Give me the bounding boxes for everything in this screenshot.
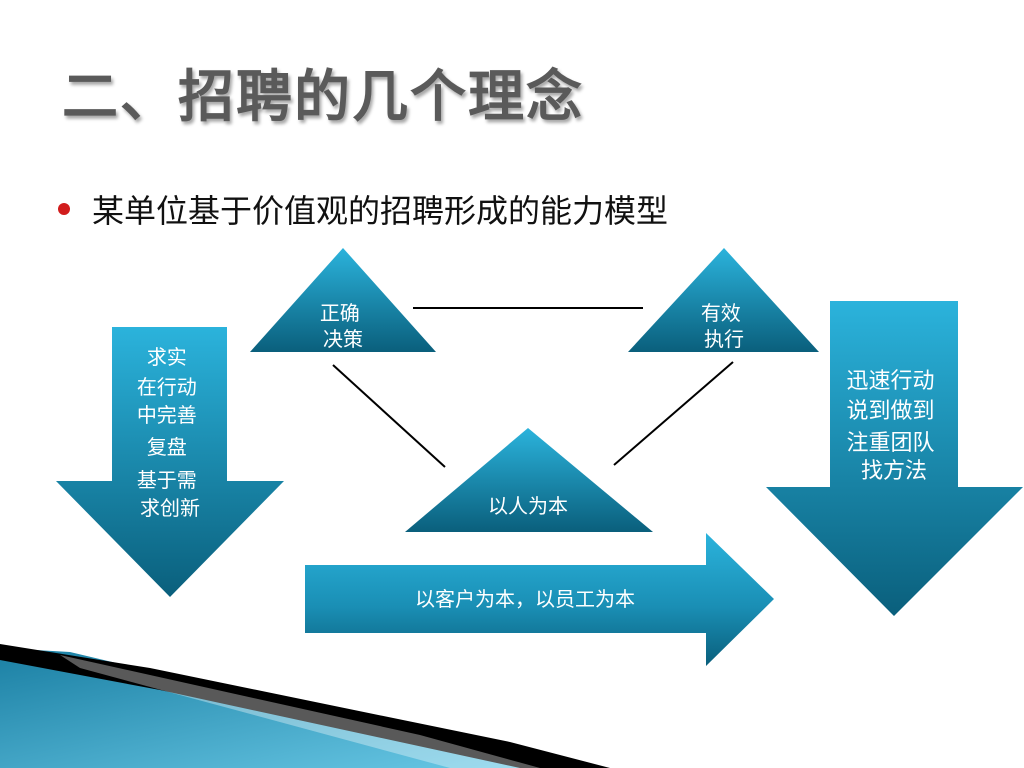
svg-text:迅速行动 说到做到 注重团队: 迅速行动 说到做到 注重团队 找方法 <box>846 369 941 484</box>
triangle-label-line: 以人为本 <box>488 494 568 518</box>
left-arrow-line: 在行动 <box>137 375 197 399</box>
svg-text:以人为本: 以人为本 <box>488 494 568 518</box>
svg-text:有效 执行: 有效 执行 <box>701 301 747 351</box>
left-arrow-line: 求创新 <box>140 496 200 520</box>
connector-line-right <box>613 361 734 466</box>
bottom-right-arrow: 以客户为本，以员工为本 <box>305 533 774 666</box>
bullet-dot-icon <box>58 203 70 215</box>
right-arrow-line: 迅速行动 <box>846 369 934 394</box>
triangle-effective-execution: 有效 执行 <box>628 248 819 352</box>
svg-text:正确 决策: 正确 决策 <box>320 301 366 351</box>
left-down-arrow: 求实 在行动 中完善 复盘 基于需 求创新 <box>56 327 284 597</box>
left-arrow-line: 复盘 <box>147 435 187 459</box>
triangle-label-line: 有效 <box>701 301 741 325</box>
right-arrow-line: 找方法 <box>861 459 927 484</box>
left-arrow-line: 中完善 <box>137 403 197 427</box>
triangle-label-line: 执行 <box>704 327 744 351</box>
decorative-swoosh <box>0 644 610 768</box>
right-arrow-line: 说到做到 <box>846 399 934 424</box>
connector-lines <box>332 307 734 468</box>
left-arrow-line: 求实 <box>147 345 187 369</box>
triangle-people-oriented: 以人为本 <box>405 428 653 532</box>
bullet-text: 某单位基于价值观的招聘形成的能力模型 <box>92 192 669 230</box>
right-arrow-line: 注重团队 <box>846 431 934 456</box>
triangle-label-line: 决策 <box>323 327 363 351</box>
bullet-item: 某单位基于价值观的招聘形成的能力模型 <box>58 186 668 232</box>
svg-text:求实 在行动 中完善 复: 求实 在行动 中完善 复盘 基于需 求创新 <box>137 345 203 520</box>
left-arrow-line: 基于需 <box>137 468 197 492</box>
slide-title: 二、招聘的几个理念 <box>62 65 584 130</box>
bottom-arrow-label: 以客户为本，以员工为本 <box>415 587 635 611</box>
triangle-correct-decision: 正确 决策 <box>250 248 436 352</box>
right-down-arrow: 迅速行动 说到做到 注重团队 找方法 <box>766 301 1023 616</box>
connector-line-left <box>332 364 446 468</box>
triangle-label-line: 正确 <box>320 301 360 325</box>
